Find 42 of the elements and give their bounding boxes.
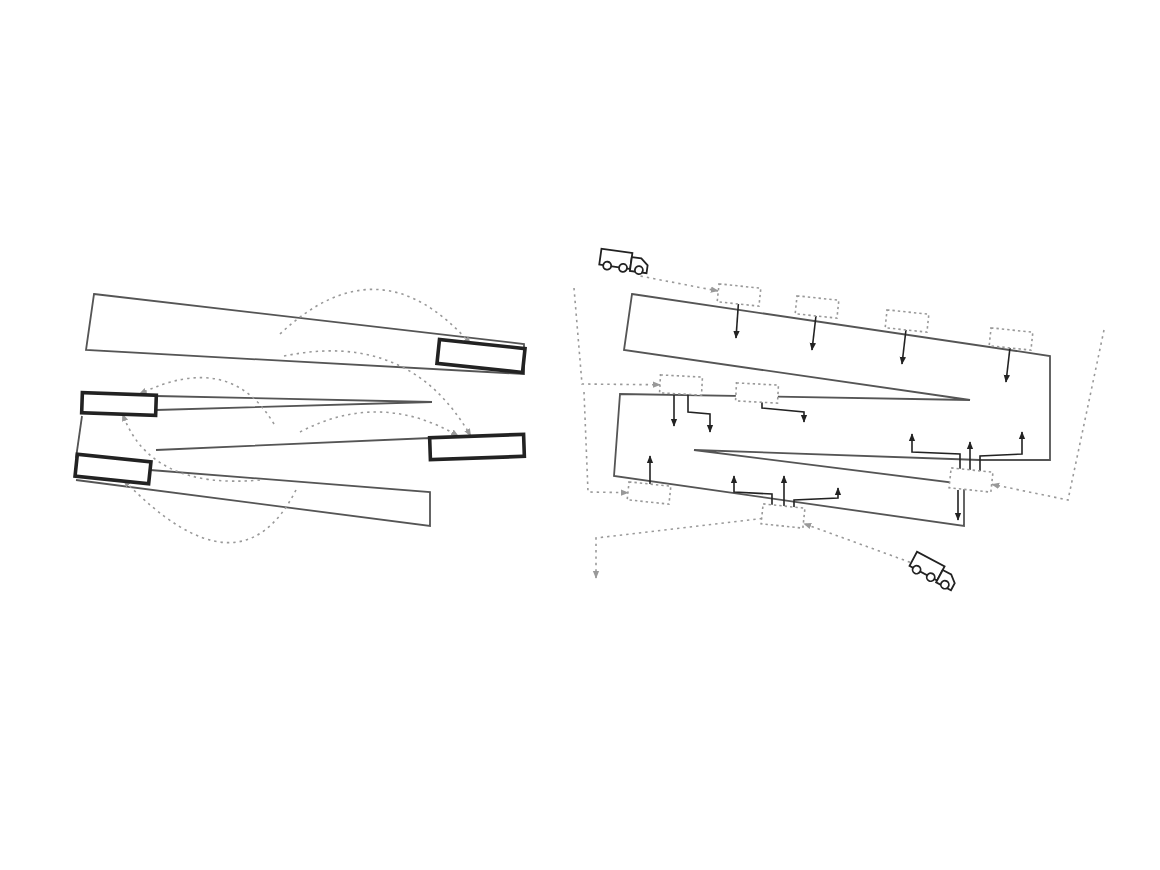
arrow — [687, 393, 714, 433]
arrow — [954, 489, 962, 521]
service-block — [73, 452, 153, 486]
dashed-zone — [658, 374, 704, 396]
arrow — [793, 487, 842, 511]
dashed-zone — [626, 480, 672, 506]
arrow — [592, 517, 763, 579]
dashed-zone — [716, 282, 762, 308]
arrow — [733, 303, 740, 339]
arrow — [122, 479, 297, 544]
arrow — [121, 413, 261, 482]
arrow — [634, 271, 719, 293]
truck-icon — [908, 550, 956, 592]
service-block — [435, 337, 527, 375]
arrow — [573, 287, 661, 388]
dashed-zone — [760, 503, 806, 529]
service-block — [427, 432, 527, 462]
arrow — [761, 401, 808, 423]
arrow — [670, 393, 678, 427]
arrow — [780, 475, 788, 509]
arrow — [138, 376, 275, 425]
arrow — [279, 288, 472, 345]
arrow — [299, 411, 460, 437]
arrow — [979, 431, 1026, 473]
dashed-zone — [734, 382, 780, 404]
arrow — [1003, 347, 1011, 383]
arrow — [803, 522, 911, 564]
arrow — [809, 315, 817, 351]
truck-icon — [598, 247, 649, 276]
arrow — [899, 329, 907, 365]
dashed-zone — [948, 467, 994, 493]
arrow — [646, 455, 654, 487]
arrow — [908, 433, 961, 473]
dashed-zone — [884, 308, 930, 334]
service-block — [79, 390, 159, 418]
arrow — [966, 441, 974, 473]
dashed-zone — [794, 294, 840, 320]
dashed-zone — [988, 326, 1034, 352]
arrow — [730, 475, 773, 509]
arrow — [283, 350, 472, 437]
arrow — [583, 391, 629, 496]
arrow — [991, 329, 1105, 501]
